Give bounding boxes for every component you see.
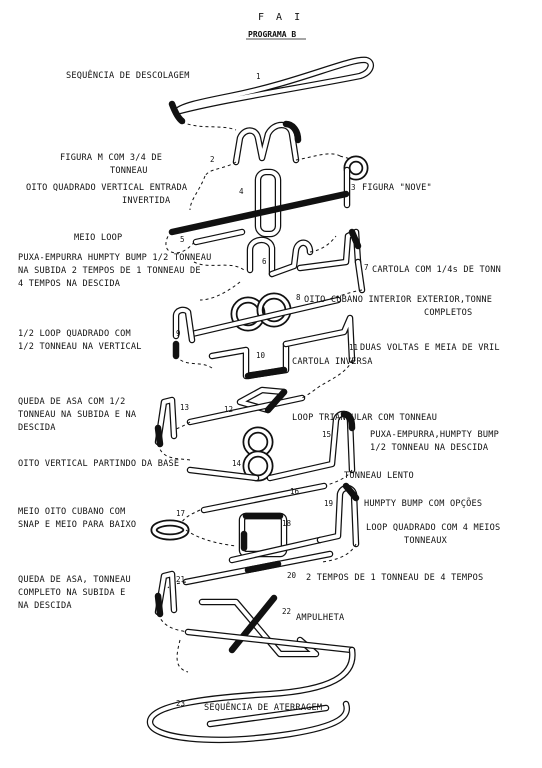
figure-label: TONNEAU NA SUBIDA E NA [18,410,137,420]
figure-labels: SEQUÊNCIA DE DESCOLAGEM FIGURA M COM 3/4… [18,69,501,713]
figure-label: DUAS VOLTAS E MEIA DE VRIL [360,343,500,353]
figure-label: FIGURA M COM 3/4 DE [60,153,162,163]
figure-number: 23 [176,699,185,708]
figure-number: 17 [176,509,185,518]
flight-path-drawing [146,56,375,743]
figure-number: 21 [176,575,185,584]
figure-14-path [186,426,274,482]
figure-label: NA SUBIDA 2 TEMPOS DE 1 TONNEAU DE [18,266,201,276]
figure-20-path [167,550,334,589]
figure-label: COMPLETOS [424,308,472,318]
figure-label: OITO CUBANO INTERIOR EXTERIOR,TONNE [304,295,492,305]
figure-label: QUEDA DE ASA COM 1/2 [18,397,125,407]
header-title: F A I [258,12,303,23]
figure-label: OITO VERTICAL PARTINDO DA BASE [18,459,179,469]
figure-label: OITO QUADRADO VERTICAL ENTRADA [26,183,188,193]
figure-label: 2 TEMPOS DE 1 TONNEAU DE 4 TEMPOS [306,573,483,583]
figure-label: LOOP TRIANGULAR COM TONNEAU [292,413,437,423]
header-subtitle: PROGRAMA B [248,30,296,39]
figure-22-path [176,594,356,673]
figure-number: 12 [224,405,233,414]
figure-9-path [172,306,213,369]
figure-label: DESCIDA [18,423,56,433]
figure-number: 20 [287,571,297,580]
figure-3-path [339,155,369,209]
figure-10-path [208,340,290,380]
figure-label: MEIO LOOP [74,233,122,243]
figure-number: 5 [180,235,185,244]
figure-label: NA DESCIDA [18,601,72,611]
figure-label: CARTOLA COM 1/4s DE TONN [372,265,501,275]
figure-label: TONNEAU LENTO [344,471,414,481]
figure-11-path [282,314,356,387]
figure-number: 22 [282,607,291,616]
figure-label: SEQUÊNCIA DE ATERRAGEM [204,701,322,713]
figure-number: 6 [262,257,267,266]
figure-6-path [246,235,337,278]
figure-label: 1/2 LOOP QUADRADO COM [18,329,131,339]
figure-17-path [150,519,237,547]
figure-number: 14 [232,459,242,468]
figure-number: 13 [180,403,189,412]
figure-18-path [228,512,324,564]
figure-label: PUXA-EMPURRA,HUMPTY BUMP [370,430,499,440]
figure-number: 2 [210,155,215,164]
figure-number: 16 [290,487,300,496]
figure-label: TONNEAU [110,166,148,176]
figure-label: PUXA-EMPURRA HUMPTY BUMP 1/2 TONNEAU [18,253,211,263]
figure-label: LOOP QUADRADO COM 4 MEIOS [366,523,500,533]
figure-23-path [146,646,356,743]
figure-number: 7 [364,263,369,272]
figure-label: HUMPTY BUMP COM OPÇÕES [364,497,482,509]
figure-number: 8 [296,293,301,302]
figure-number: 18 [282,519,292,528]
figure-label: QUEDA DE ASA, TONNEAU [18,575,131,585]
figure-number: 9 [176,329,181,338]
figure-21-path [154,570,189,633]
figure-number: 1 [256,72,261,81]
figure-label: MEIO OITO CUBANO COM [18,507,125,517]
figure-4-path [168,168,350,238]
figure-13-path [154,396,191,461]
figure-1-path [168,56,375,131]
figure-number: 10 [256,351,266,360]
figure-label: FIGURA "NOVE" [362,183,432,193]
figure-5-path [165,228,246,271]
figure-label: CARTOLA INVERSA [292,357,373,367]
figure-label: TONNEAUX [404,536,448,546]
figure-16-path [181,482,328,523]
figure-12-path [186,385,321,426]
figure-label: 4 TEMPOS NA DESCIDA [18,279,121,289]
figure-label: AMPULHETA [296,613,345,623]
figure-number: 15 [322,430,331,439]
figure-7-path [296,228,366,294]
figure-8-path [188,281,363,338]
figure-19-path [316,482,360,563]
figure-number: 11 [349,343,358,352]
figure-number: 19 [324,499,333,508]
figure-label: COMPLETO NA SUBIDA E [18,588,125,598]
figure-label: SEQUÊNCIA DE DESCOLAGEM [66,69,190,81]
figure-number: 4 [239,187,244,196]
figure-numbers: 1 2 3 4 5 6 7 8 9 10 11 12 13 14 15 16 1… [176,72,369,708]
figure-label: SNAP E MEIO PARA BAIXO [18,520,136,530]
figure-label: INVERTIDA [122,196,171,206]
figure-label: 1/2 TONNEAU NA DESCIDA [370,443,489,453]
figure-2-path [204,120,341,177]
figure-15-path [266,410,356,489]
figure-number: 3 [351,183,356,192]
figure-label: 1/2 TONNEAU NA VERTICAL [18,342,142,352]
